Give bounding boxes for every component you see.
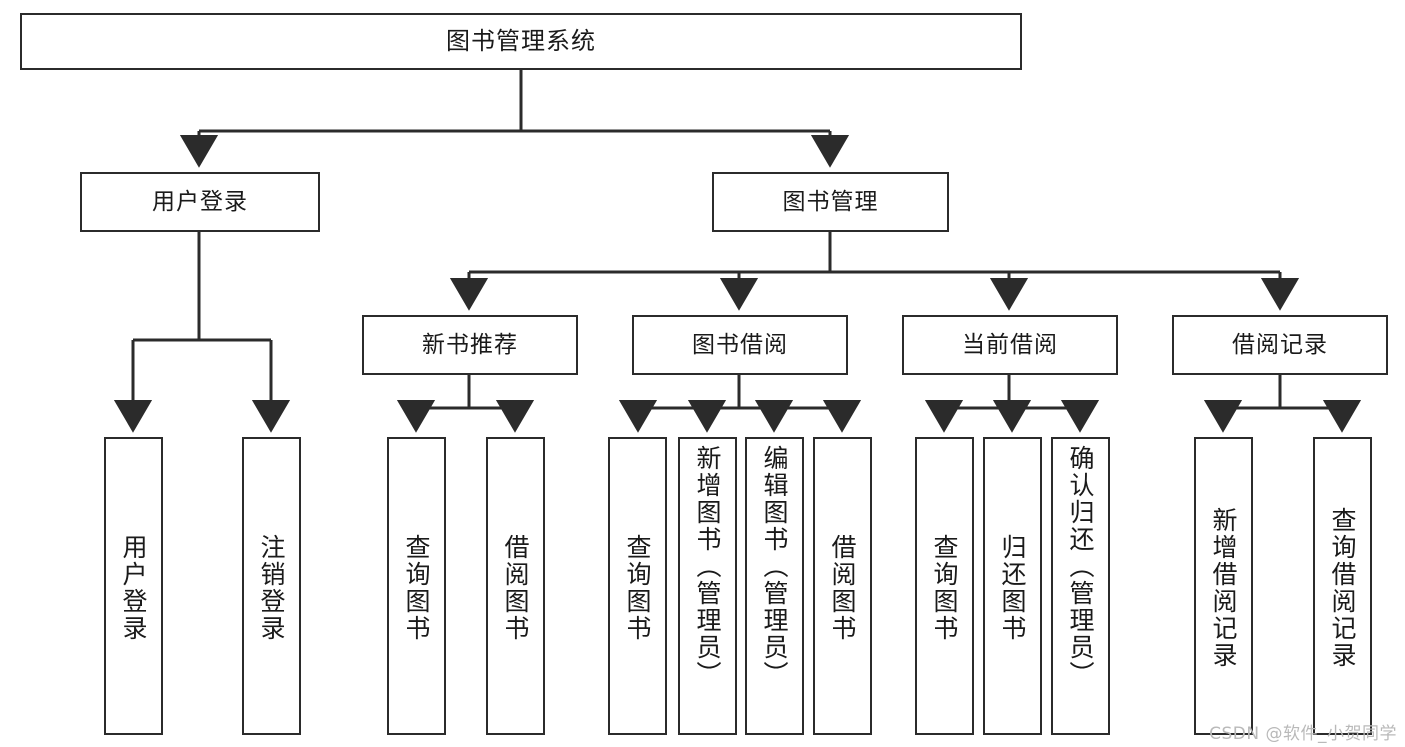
- node-user-login[interactable]: 用户登录: [80, 172, 320, 232]
- leaf-confirm-return-label: 确认归还（管理员）: [1066, 445, 1095, 688]
- node-borrow-record[interactable]: 借阅记录: [1172, 315, 1388, 375]
- leaf-return-book[interactable]: 归还图书: [983, 437, 1042, 735]
- leaf-user-login[interactable]: 用户登录: [104, 437, 163, 735]
- leaf-add-book-label: 新增图书（管理员）: [693, 445, 722, 688]
- leaf-confirm-return[interactable]: 确认归还（管理员）: [1051, 437, 1110, 735]
- leaf-return-book-label: 归还图书: [998, 534, 1027, 642]
- node-root[interactable]: 图书管理系统: [20, 13, 1022, 70]
- leaf-add-record[interactable]: 新增借阅记录: [1194, 437, 1253, 735]
- leaf-query-record-label: 查询借阅记录: [1328, 507, 1357, 669]
- leaf-query-book-3-label: 查询图书: [930, 534, 959, 642]
- csdn-watermark: CSDN @软件_小贺同学: [1209, 724, 1397, 744]
- leaf-borrow-book-1[interactable]: 借阅图书: [486, 437, 545, 735]
- leaf-borrow-book-1-label: 借阅图书: [501, 534, 530, 642]
- leaf-query-book-2[interactable]: 查询图书: [608, 437, 667, 735]
- leaf-logout-login[interactable]: 注销登录: [242, 437, 301, 735]
- node-new-book-recommend-label: 新书推荐: [422, 331, 518, 358]
- leaf-add-book[interactable]: 新增图书（管理员）: [678, 437, 737, 735]
- leaf-query-book-2-label: 查询图书: [623, 534, 652, 642]
- leaf-edit-book-label: 编辑图书（管理员）: [760, 445, 789, 688]
- node-current-borrow-label: 当前借阅: [962, 331, 1058, 358]
- leaf-user-login-label: 用户登录: [119, 534, 148, 642]
- node-root-label: 图书管理系统: [446, 26, 596, 55]
- node-book-borrow[interactable]: 图书借阅: [632, 315, 848, 375]
- node-book-management-label: 图书管理: [782, 188, 879, 215]
- leaf-query-book-1-label: 查询图书: [402, 534, 431, 642]
- leaf-edit-book[interactable]: 编辑图书（管理员）: [745, 437, 804, 735]
- leaf-query-book-1[interactable]: 查询图书: [387, 437, 446, 735]
- node-current-borrow[interactable]: 当前借阅: [902, 315, 1118, 375]
- node-borrow-record-label: 借阅记录: [1232, 331, 1328, 358]
- node-book-management[interactable]: 图书管理: [712, 172, 949, 232]
- leaf-query-record[interactable]: 查询借阅记录: [1313, 437, 1372, 735]
- leaf-logout-login-label: 注销登录: [257, 534, 286, 642]
- leaf-query-book-3[interactable]: 查询图书: [915, 437, 974, 735]
- node-user-login-label: 用户登录: [152, 188, 248, 215]
- node-new-book-recommend[interactable]: 新书推荐: [362, 315, 578, 375]
- node-book-borrow-label: 图书借阅: [692, 331, 788, 358]
- leaf-borrow-book-2-label: 借阅图书: [828, 534, 857, 642]
- leaf-borrow-book-2[interactable]: 借阅图书: [813, 437, 872, 735]
- leaf-add-record-label: 新增借阅记录: [1209, 507, 1238, 669]
